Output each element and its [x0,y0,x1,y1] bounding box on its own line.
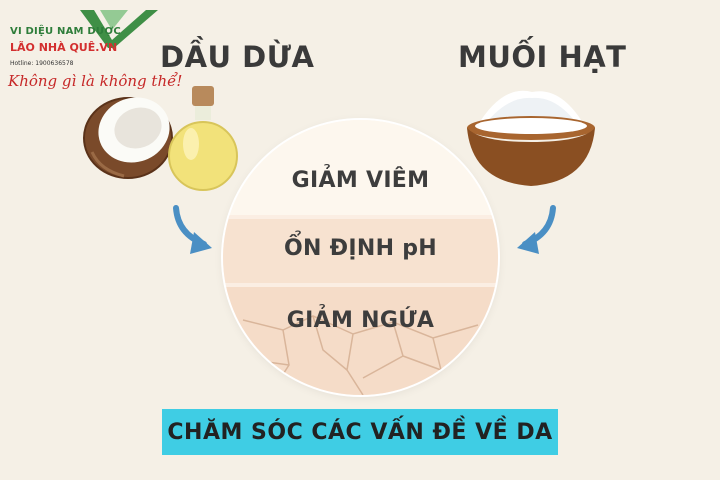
skin-layers-circle: GIẢM VIÊM ỔN ĐỊNH pH GIẢM NGỨA [223,120,498,395]
oil-bottle-icon [168,86,238,191]
benefit-stabilize-ph: ỔN ĐỊNH pH [283,236,438,261]
arrow-down-right-icon [173,205,212,254]
arrow-down-left-icon [517,205,556,254]
salt-title: MUỐI HẠT [458,40,627,74]
logo-brand-line: VI DIỆU NAM DƯỢC [10,26,121,37]
coconut-oil-title: DẦU DỪA [160,40,315,74]
skin-care-banner: CHĂM SÓC CÁC VẤN ĐỀ VỀ DA [162,409,558,455]
logo-site-name: LÃO NHÀ QUÊ.VN [10,41,118,54]
benefit-reduce-inflammation: GIẢM VIÊM [291,168,430,193]
logo-slogan: Không gì là không thể! [8,72,183,90]
banner-text: CHĂM SÓC CÁC VẤN ĐỀ VỀ DA [167,419,553,445]
benefit-reduce-itching: GIẢM NGỨA [286,308,435,333]
skin-layers-graphic [223,120,498,395]
coconut-icon [83,97,173,179]
salt-bowl-icon [467,90,595,186]
logo-v-icon [80,10,158,48]
logo-hotline: Hotline: 1900636578 [10,60,74,67]
